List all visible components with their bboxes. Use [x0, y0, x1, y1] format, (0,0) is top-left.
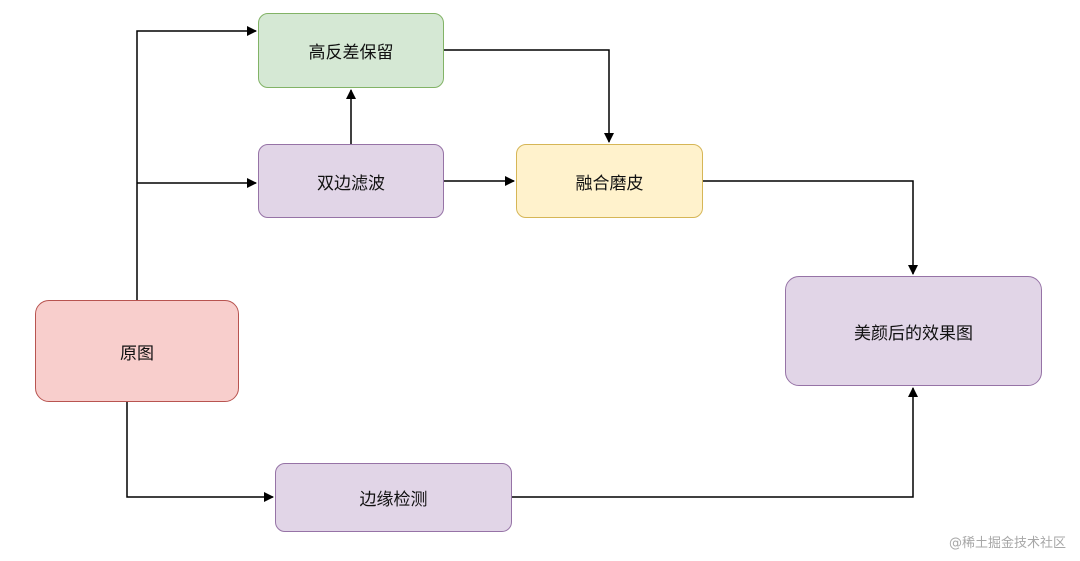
- node-fusion-label: 融合磨皮: [575, 173, 644, 194]
- node-bilateral-filter: 双边滤波: [258, 144, 444, 218]
- node-original-label: 原图: [120, 343, 154, 364]
- edge-original-to-highpass: [136, 26, 257, 300]
- edge-edgedetect-to-result: [512, 387, 918, 498]
- node-high-pass: 高反差保留: [258, 13, 444, 88]
- edge-original-to-edgedetect: [126, 402, 274, 502]
- edge-highpass-to-fusion: [444, 49, 614, 143]
- node-original: 原图: [35, 300, 239, 402]
- node-bilateral-filter-label: 双边滤波: [317, 173, 385, 194]
- node-high-pass-label: 高反差保留: [308, 43, 394, 63]
- node-result: 美颜后的效果图: [785, 276, 1042, 386]
- node-edge-detection: 边缘检测: [275, 463, 512, 532]
- watermark: @稀土掘金技术社区: [948, 536, 1066, 551]
- node-result-label: 美颜后的效果图: [854, 323, 973, 344]
- node-edge-detection-label: 边缘检测: [359, 490, 428, 510]
- edge-fusion-to-result: [703, 180, 918, 275]
- node-fusion: 融合磨皮: [516, 144, 703, 218]
